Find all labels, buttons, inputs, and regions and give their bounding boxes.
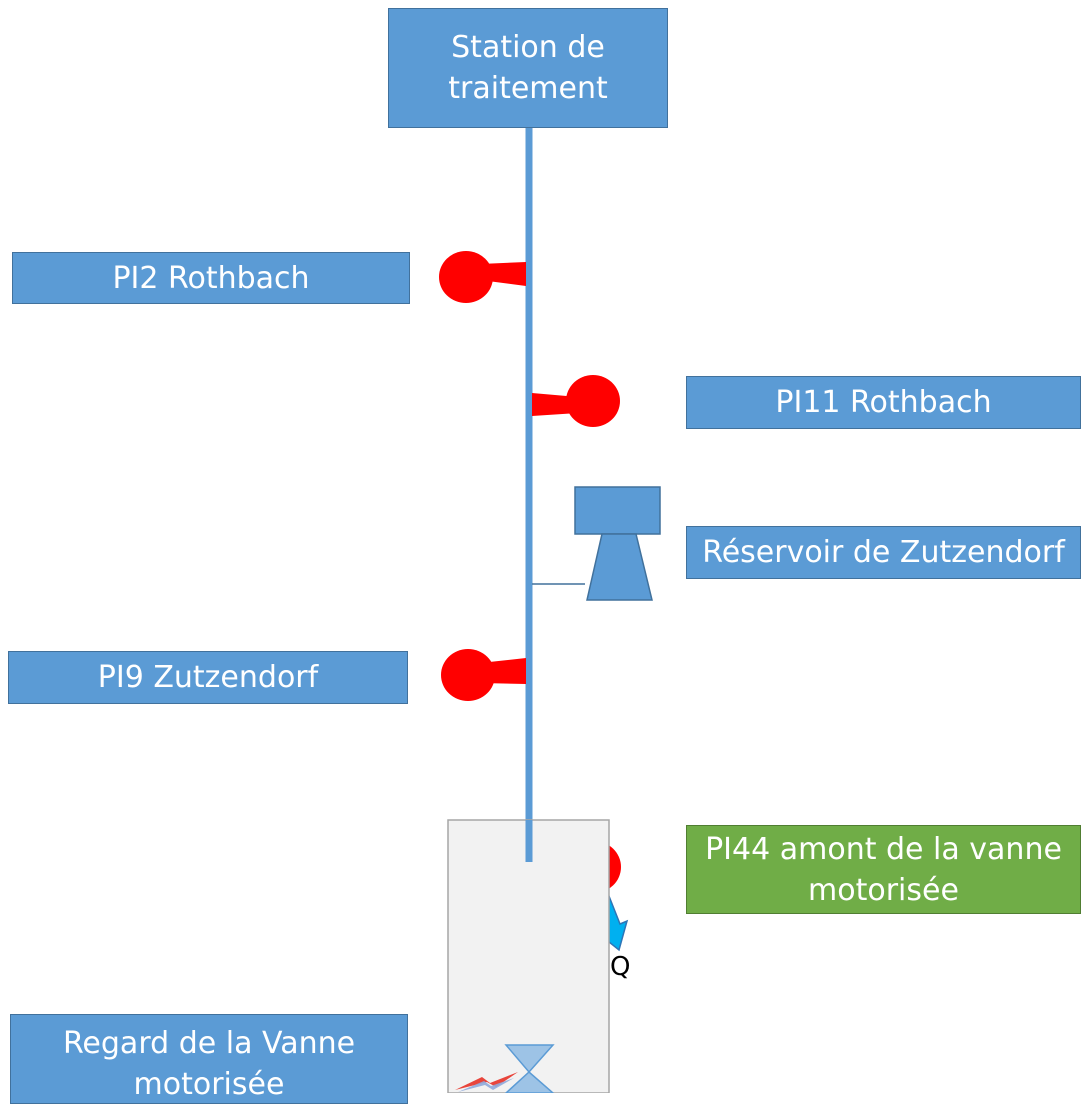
station-de-traitement-node: Station de traitement	[388, 8, 668, 128]
reservoir-de-zutzendorf-label: Réservoir de Zutzendorf	[702, 535, 1065, 570]
pi11-pressure-sensor-icon	[532, 375, 620, 427]
reservoir-de-zutzendorf-node: Réservoir de Zutzendorf	[686, 526, 1081, 579]
reservoir-icon	[574, 486, 661, 601]
pi9-zutzendorf-node: PI9 Zutzendorf	[8, 651, 408, 704]
valve-icon	[504, 1044, 555, 1093]
pi44-amont-vanne-node: PI44 amont de la vanne motorisée	[686, 825, 1081, 914]
pi9-pressure-sensor-icon	[441, 649, 526, 701]
pi2-rothbach-node: PI2 Rothbach	[12, 252, 410, 304]
regard-vanne-motorisee-node: Regard de la Vanne motorisée	[10, 1014, 408, 1104]
station-de-traitement-label: Station de traitement	[448, 30, 608, 106]
pi2-pressure-sensor-icon	[439, 251, 526, 303]
pi11-rothbach-label: PI11 Rothbach	[775, 385, 992, 420]
pi11-rothbach-node: PI11 Rothbach	[686, 376, 1081, 429]
pi2-rothbach-label: PI2 Rothbach	[112, 260, 310, 296]
pi9-zutzendorf-label: PI9 Zutzendorf	[97, 660, 319, 695]
flow-q-label: Q	[610, 952, 631, 982]
lightning-actuator-icon	[455, 1072, 518, 1092]
pi44-amont-vanne-label: PI44 amont de la vanne motorisée	[705, 831, 1062, 908]
